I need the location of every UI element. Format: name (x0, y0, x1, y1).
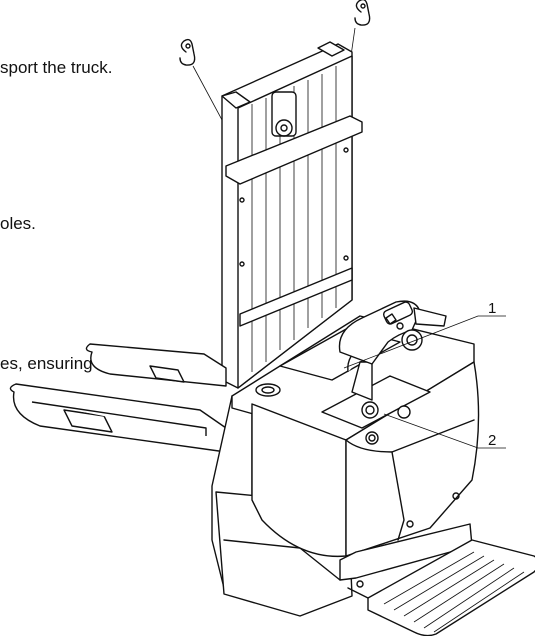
text-line-2: oles. (0, 214, 36, 233)
operator-platform (339, 523, 535, 636)
fork-upper (85, 343, 227, 387)
callout-1-label: 1 (488, 300, 497, 317)
tiller-handle (338, 300, 447, 401)
callout-1-leader (343, 315, 506, 369)
text-line-3: es, ensuring (0, 354, 93, 373)
mast (221, 41, 363, 389)
lifting-hook-left-icon (179, 38, 196, 66)
callout-2-leader (383, 413, 506, 449)
lifting-hook-right-icon (354, 0, 371, 26)
callout-2-label: 2 (488, 432, 497, 449)
fork-lower (9, 383, 227, 453)
text-line-1: sport the truck. (0, 58, 113, 77)
